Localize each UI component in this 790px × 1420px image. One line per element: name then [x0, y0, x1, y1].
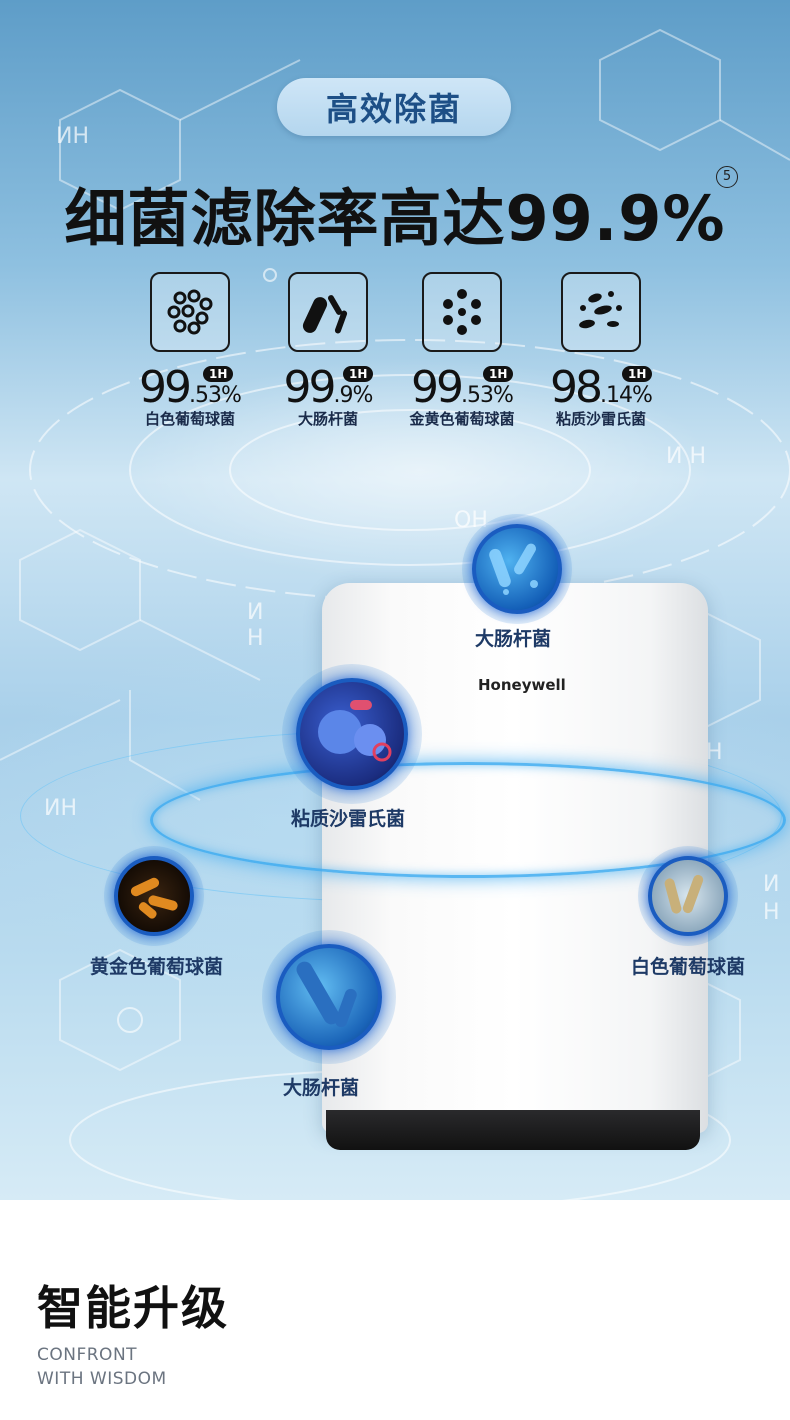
- stat-badge: 1H: [483, 366, 514, 382]
- chem-label: Н: [706, 740, 723, 765]
- chem-label: Н: [763, 900, 780, 925]
- stat-name: 金黄色葡萄球菌: [409, 410, 515, 428]
- scatter-icon: [561, 272, 641, 352]
- stat-badge: 1H: [343, 366, 374, 382]
- virus-icon: [296, 678, 408, 790]
- bacteria-label: 大肠杆菌: [475, 628, 552, 650]
- rod-bacteria-icon: [648, 856, 728, 936]
- stat-name: 白色葡萄球菌: [144, 410, 235, 428]
- stat-int: 99: [411, 362, 464, 413]
- chem-label: И Н: [666, 444, 706, 469]
- section-title: 智能升级: [37, 1281, 229, 1335]
- stat-dec: .14%: [600, 383, 653, 408]
- cluster-icon: [150, 272, 230, 352]
- chem-label: Н: [247, 626, 264, 651]
- bacteria-bubble: [638, 846, 738, 946]
- section-subtitle: WITH WISDOM: [37, 1369, 167, 1389]
- dots-icon: [422, 272, 502, 352]
- footnote-mark: 5: [716, 166, 738, 188]
- rod-bacteria-icon: [288, 272, 368, 352]
- bacteria-bubble: [262, 930, 396, 1064]
- stat-name: 粘质沙雷氏菌: [555, 410, 646, 428]
- section-pill: 高效除菌: [277, 78, 511, 136]
- chem-label: И: [763, 872, 780, 897]
- stat-dec: .53%: [189, 383, 242, 408]
- rod-bacteria-icon: [114, 856, 194, 936]
- stat-card: 98.14% 1H 粘质沙雷氏菌: [526, 272, 676, 429]
- bacteria-bubble: [104, 846, 204, 946]
- chem-label: И: [247, 600, 264, 625]
- chem-label: ИН: [56, 124, 89, 149]
- stat-card: 99.53% 1H 白色葡萄球菌: [115, 272, 265, 429]
- bacteria-label: 大肠杆菌: [283, 1077, 360, 1099]
- chem-label: OH: [454, 508, 488, 533]
- stat-badge: 1H: [622, 366, 653, 382]
- bacteria-bubble: [282, 664, 422, 804]
- stat-int: 99: [283, 362, 337, 413]
- bacteria-label: 白色葡萄球菌: [631, 956, 746, 978]
- stat-int: 98: [550, 362, 603, 413]
- headline: 细菌滤除率高达99.9%: [64, 182, 726, 255]
- rod-bacteria-icon: [276, 944, 382, 1050]
- section-subtitle: CONFRONT: [37, 1345, 138, 1365]
- bacteria-bubble: [462, 514, 572, 624]
- brand-logo: Honeywell: [478, 676, 566, 694]
- stat-card: 99.9% 1H 大肠杆菌: [253, 272, 403, 429]
- orbit-ring: [150, 762, 786, 878]
- stat-badge: 1H: [203, 366, 234, 382]
- stat-card: 99.53% 1H 金黄色葡萄球菌: [387, 272, 537, 429]
- stat-dec: .53%: [461, 383, 514, 408]
- hero-section: ИН И Н OH И Н ИН И Н Н 高效除菌 细菌滤除率高达99.9%…: [0, 0, 790, 1200]
- stat-dec: .9%: [333, 383, 374, 408]
- bacteria-label: 黄金色葡萄球菌: [90, 956, 224, 978]
- stat-int: 99: [139, 362, 192, 413]
- rod-bacteria-icon: [472, 524, 562, 614]
- bacteria-label: 粘质沙雷氏菌: [291, 808, 406, 830]
- air-purifier-base: [326, 1110, 700, 1150]
- stat-name: 大肠杆菌: [297, 410, 358, 428]
